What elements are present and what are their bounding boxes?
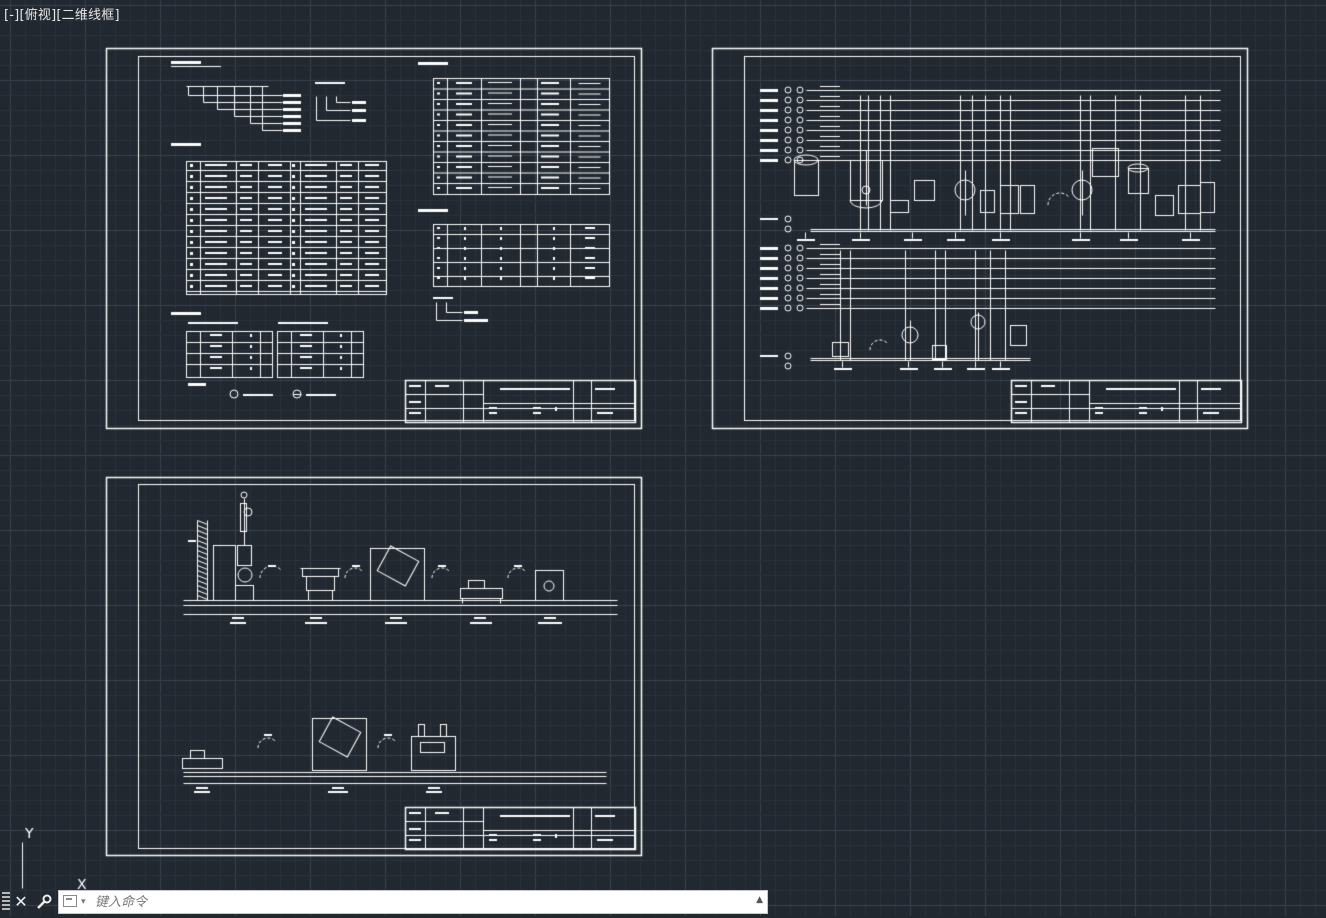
command-input-box[interactable]: ▾ ▲: [58, 890, 768, 914]
command-bar: ✕ ▾ ▲: [0, 888, 770, 916]
command-input[interactable]: [95, 891, 735, 913]
prompt-icon[interactable]: [63, 895, 77, 907]
wrench-icon[interactable]: [34, 890, 54, 914]
scroll-up-icon[interactable]: ▲: [756, 895, 763, 905]
visual-style[interactable]: [二维线框]: [56, 8, 120, 23]
command-bar-grip[interactable]: [2, 892, 10, 912]
view-cube-name[interactable]: [俯视]: [19, 8, 57, 23]
viewport-controls[interactable]: [-][俯视][二维线框]: [4, 4, 120, 23]
close-icon[interactable]: ✕: [14, 892, 28, 911]
chevron-down-icon[interactable]: ▾: [81, 897, 86, 907]
viewport-menu[interactable]: [-]: [4, 8, 20, 23]
